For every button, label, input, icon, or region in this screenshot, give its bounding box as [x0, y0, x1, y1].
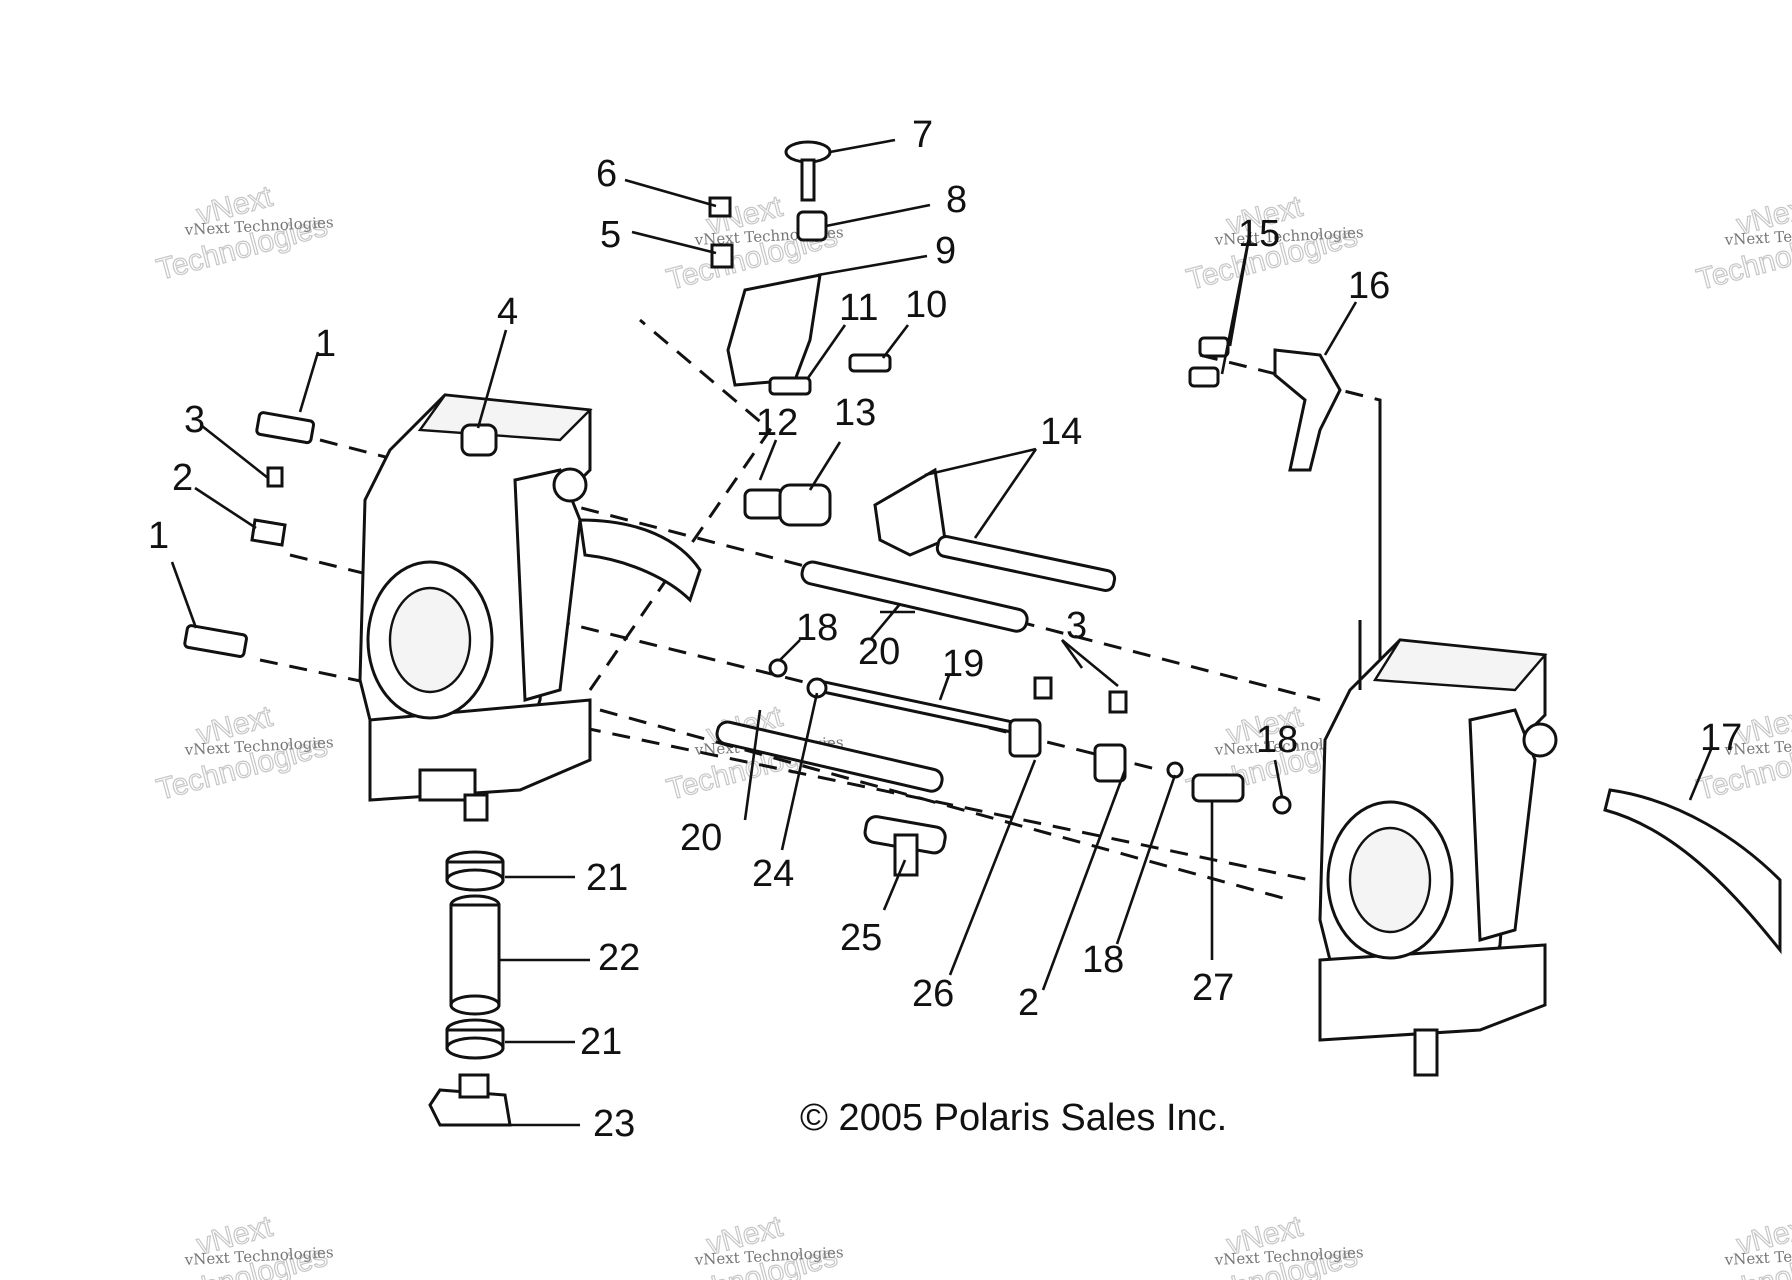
callout-23: 23	[593, 1103, 635, 1145]
callout-5: 5	[600, 214, 621, 256]
watermark: vNext Technologies vNext Technologies	[153, 179, 334, 287]
callout-21: 21	[580, 1021, 622, 1063]
callout-19: 19	[942, 643, 984, 685]
callout-1: 1	[148, 515, 169, 557]
callout-3: 3	[184, 399, 205, 441]
callout-16: 16	[1348, 265, 1390, 307]
callout-2: 2	[172, 457, 193, 499]
callout-8: 8	[946, 179, 967, 221]
callout-18: 18	[1082, 939, 1124, 981]
callout-2: 2	[1018, 982, 1039, 1024]
watermark: vNext Technologies vNext Technologies	[1693, 1209, 1792, 1280]
watermark: vNext Technologies vNext Technologies	[1183, 1209, 1364, 1280]
callout-24: 24	[752, 853, 794, 895]
right-upper-bracket	[1188, 336, 1342, 472]
callout-22: 22	[598, 937, 640, 979]
upper-bracket-parts	[708, 140, 892, 396]
callout-6: 6	[596, 153, 617, 195]
left-small-parts	[183, 411, 832, 658]
watermark: vNext Technologies vNext Technologies	[663, 1209, 844, 1280]
callout-15: 15	[1238, 213, 1280, 255]
callout-18: 18	[796, 607, 838, 649]
left-carburetor	[358, 393, 702, 822]
callout-13: 13	[834, 392, 876, 434]
callout-12: 12	[756, 402, 798, 444]
callout-7: 7	[912, 114, 933, 156]
right-carburetor	[1318, 400, 1782, 1077]
center-rods	[715, 467, 1292, 877]
callout-labels: 1 1 2 2 3 3 4 5 6 7 8 9 10 11 12 13 14 1…	[148, 114, 1742, 1145]
callout-14: 14	[1040, 411, 1082, 453]
watermark: vNext Technologies vNext Technologies	[1693, 189, 1792, 297]
callout-20: 20	[858, 631, 900, 673]
leader-lines	[170, 138, 1714, 1127]
callout-1: 1	[315, 323, 336, 365]
fuel-line-parts	[428, 850, 512, 1127]
callout-10: 10	[905, 284, 947, 326]
callout-26: 26	[912, 973, 954, 1015]
callout-9: 9	[935, 230, 956, 272]
callout-25: 25	[840, 917, 882, 959]
watermark: vNext Technologies vNext Technologies	[153, 1209, 334, 1280]
callout-27: 27	[1192, 967, 1234, 1009]
callout-4: 4	[497, 291, 518, 333]
copyright-notice: © 2005 Polaris Sales Inc.	[800, 1097, 1227, 1139]
watermark: vNext Technologies vNext Technologies	[153, 699, 334, 807]
callout-21: 21	[586, 857, 628, 899]
callout-17: 17	[1700, 717, 1742, 759]
callout-3: 3	[1066, 605, 1087, 647]
callout-20: 20	[680, 817, 722, 859]
callout-18: 18	[1256, 719, 1298, 761]
callout-11: 11	[839, 287, 878, 329]
